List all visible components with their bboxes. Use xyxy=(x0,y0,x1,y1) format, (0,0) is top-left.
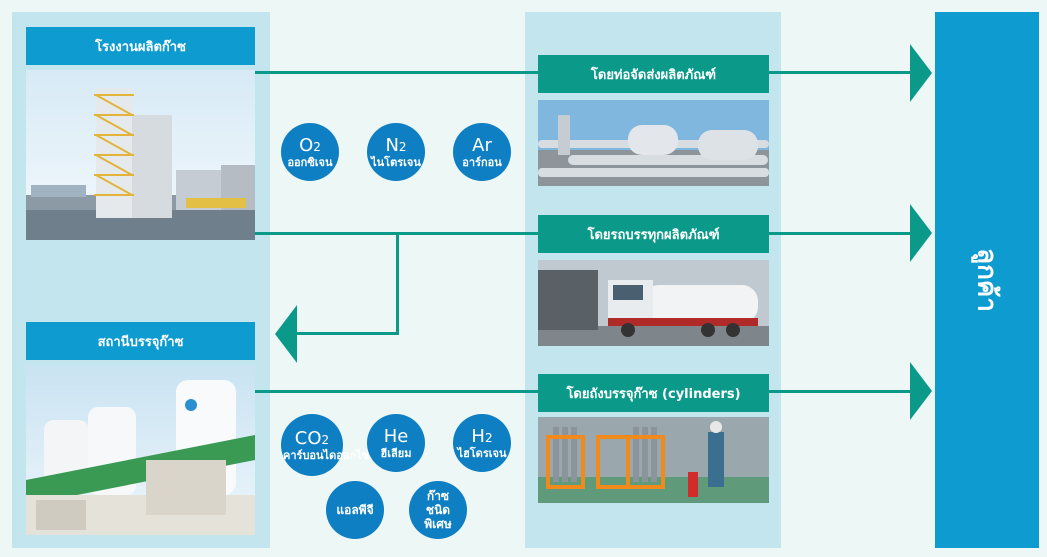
gas-bubble-helium: He ฮีเลียม xyxy=(367,414,425,472)
gas-bubble-hydrogen: H2 ไฮโดรเจน xyxy=(453,414,511,472)
plant-photo xyxy=(26,70,255,240)
gas-bubble-oxygen: O2 ออกซิเจน xyxy=(281,123,339,181)
cylinders-photo xyxy=(538,417,769,503)
customer-panel: ลูกค้า xyxy=(935,12,1039,548)
gas-bubble-special-gas: ก๊าซชนิดพิเศษ xyxy=(409,481,467,539)
gas-bubble-lpg: แอลพีจี xyxy=(326,481,384,539)
truck-photo xyxy=(538,260,769,346)
plant-header: โรงงานผลิตก๊าซ xyxy=(26,27,255,65)
pipeline-header: โดยท่อจัดส่งผลิตภัณฑ์ xyxy=(538,55,769,93)
filling-station-header: สถานีบรรจุก๊าซ xyxy=(26,322,255,360)
cylinder-arrow-icon xyxy=(910,362,932,420)
pipeline-photo xyxy=(538,100,769,186)
branch-vertical-line xyxy=(396,232,399,335)
customer-label: ลูกค้า xyxy=(971,248,1002,312)
cylinders-header: โดยถังบรรจุก๊าซ (cylinders) xyxy=(538,374,769,412)
truck-arrow-icon xyxy=(910,204,932,262)
gas-bubble-argon: Ar อาร์กอน xyxy=(453,123,511,181)
truck-header: โดยรถบรรทุกผลิตภัณฑ์ xyxy=(538,215,769,253)
branch-horizontal-line xyxy=(296,332,399,335)
station-arrow-icon xyxy=(275,305,297,363)
gas-bubble-nitrogen: N2 ไนโตรเจน xyxy=(367,123,425,181)
gas-bubble-carbon-dioxide: CO2 คาร์บอนไดออกไซด์ xyxy=(281,414,376,476)
filling-station-photo xyxy=(26,365,255,535)
pipeline-arrow-icon xyxy=(910,44,932,102)
